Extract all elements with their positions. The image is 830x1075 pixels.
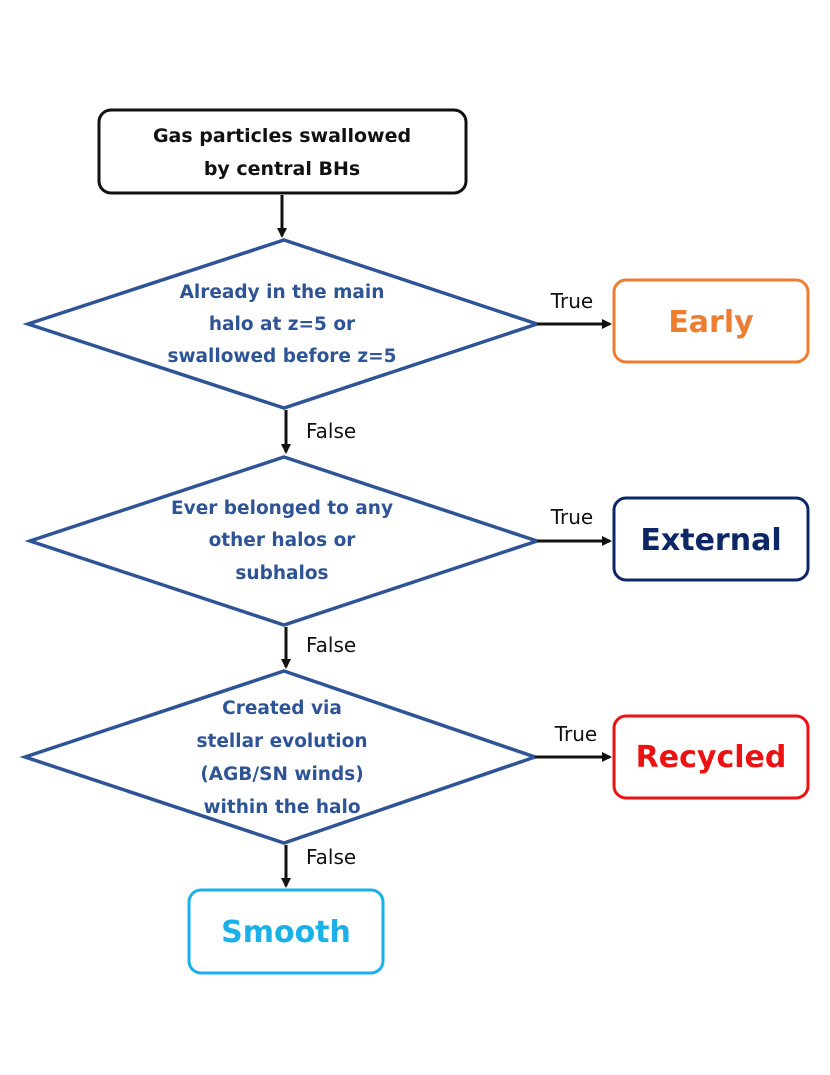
decision-1-diamond: [22, 238, 543, 410]
early-label: Early: [668, 305, 754, 340]
decision-3-line4: within the halo: [203, 797, 360, 818]
decision-2: Ever belonged to any other halos or subh…: [24, 455, 543, 627]
smooth-box: [187, 888, 385, 975]
decision-3-diamond: [19, 669, 541, 845]
smooth-label: Smooth: [221, 915, 351, 950]
external-label: External: [640, 523, 781, 558]
start-box: [97, 108, 468, 195]
decision-3-false-label: False: [306, 845, 356, 869]
decision-1-false-label: False: [306, 419, 356, 443]
decision-2-line1: Ever belonged to any: [171, 498, 393, 519]
decision-2-line3: subhalos: [235, 563, 328, 584]
decision-2-true-label: True: [550, 505, 593, 529]
decision-3: Created via stellar evolution (AGB/SN wi…: [19, 669, 541, 845]
decision-1-line3: swallowed before z=5: [167, 346, 396, 367]
decision-2-false-label: False: [306, 633, 356, 657]
decision-1-true-label: True: [550, 289, 593, 313]
start-text-line2: by central BHs: [204, 158, 360, 180]
decision-3-line1: Created via: [222, 698, 342, 719]
recycled-label: Recycled: [636, 740, 787, 775]
decision-3-line3: (AGB/SN winds): [200, 764, 363, 785]
decision-1-line2: halo at z=5 or: [209, 314, 356, 335]
outcome-recycled: Recycled: [612, 714, 810, 800]
start-text-line1: Gas particles swallowed: [153, 125, 411, 147]
decision-3-line2: stellar evolution: [196, 731, 367, 752]
outcome-smooth: Smooth: [187, 888, 385, 975]
start-node: Gas particles swallowed by central BHs: [97, 108, 468, 195]
decision-1-line1: Already in the main: [180, 282, 385, 303]
decision-2-diamond: [24, 455, 543, 627]
recycled-box: [612, 714, 810, 800]
external-box: [612, 496, 810, 582]
decision-2-line2: other halos or: [209, 530, 357, 551]
decision-3-true-label: True: [554, 722, 597, 746]
early-box: [612, 278, 810, 364]
outcome-early: Early: [612, 278, 810, 364]
decision-1: Already in the main halo at z=5 or swall…: [22, 238, 543, 410]
outcome-external: External: [612, 496, 810, 582]
